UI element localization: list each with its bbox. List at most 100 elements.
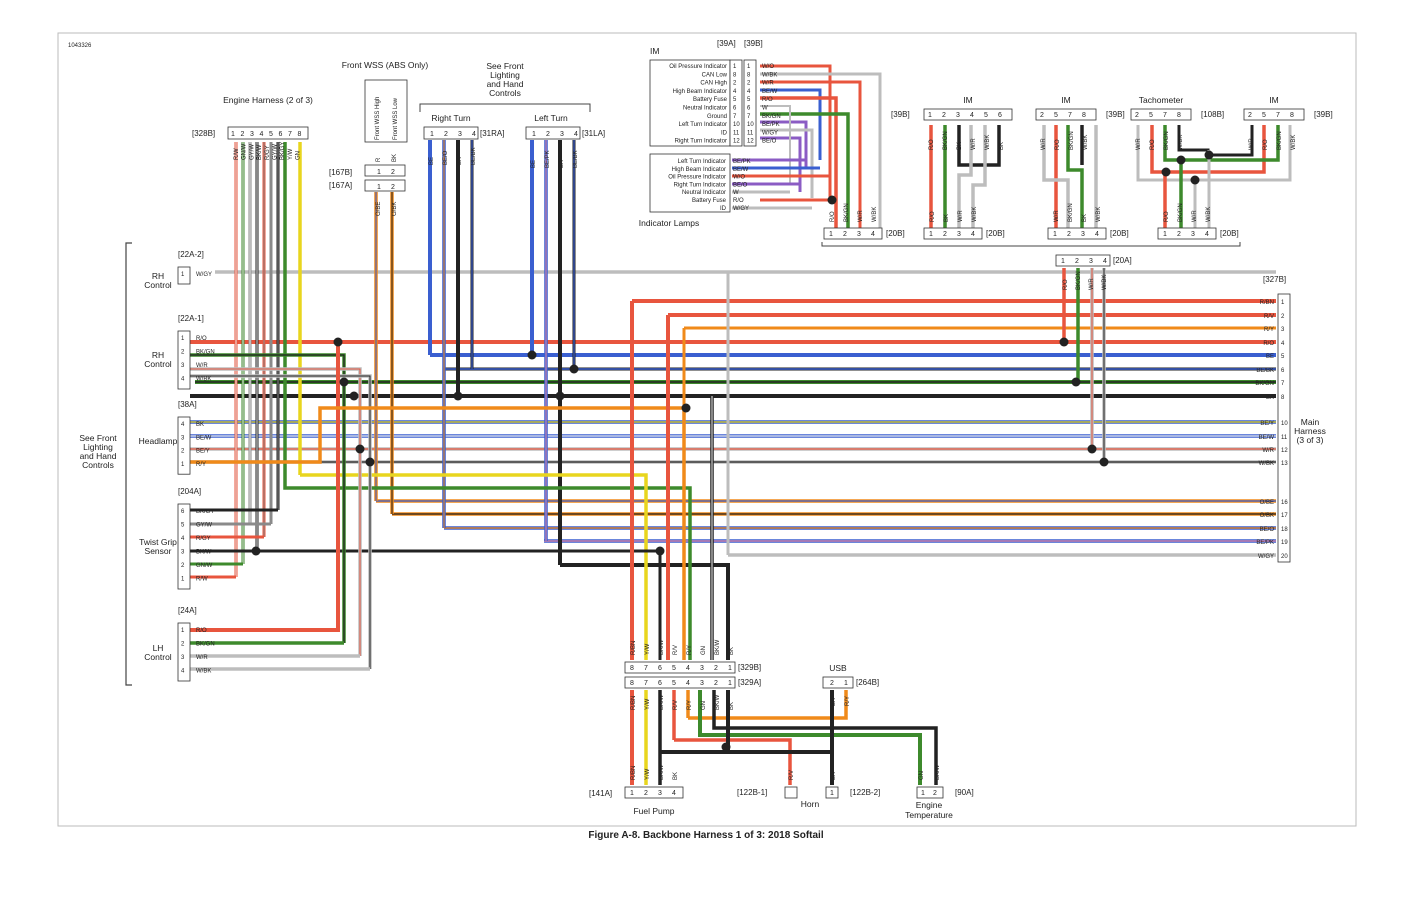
wss-high-label: Front WSS High [375, 97, 381, 140]
wire-label: R/W [234, 148, 240, 160]
lh-control-connector [177, 622, 191, 682]
wire-label: BE/Y [196, 449, 210, 455]
fuel-pump-wires [630, 690, 938, 785]
pin-number: 8 [630, 665, 634, 672]
wire-label: BK/W [659, 694, 665, 710]
conn-20a-ref: [20A] [1113, 256, 1132, 265]
pin-number: 5 [747, 97, 751, 103]
pin-number: 1 [747, 64, 751, 70]
usb-title: USB [829, 663, 847, 673]
pin-number: 5 [984, 112, 988, 119]
svg-text:See Front: See Front [79, 433, 117, 443]
pin-number: 2 [1075, 258, 1079, 265]
pin-number: 8 [747, 72, 751, 78]
svg-text:(3 of 3): (3 of 3) [1297, 435, 1324, 445]
pin-number: 5 [672, 665, 676, 672]
pin-number: 18 [1281, 527, 1288, 533]
wire-label: BE/PK [762, 122, 780, 128]
wire-label: BK/GN [1076, 271, 1082, 290]
wire-label: R/O [1063, 279, 1069, 290]
svg-text:BK: BK [831, 698, 837, 706]
wire-label: BK/GN [1255, 381, 1274, 387]
lamp-signal-label: Right Turn Indicator [674, 182, 726, 188]
front-wss: Front WSS (ABS Only) Front WSS High Fron… [329, 60, 428, 216]
lh-control-title: LH [153, 643, 164, 653]
wire-label: W/R [196, 655, 208, 661]
wire-label: R/O [1150, 139, 1156, 150]
wire-label: BE [531, 160, 537, 168]
wire-label: W/BK [1178, 135, 1184, 150]
front-wss-title: Front WSS (ABS Only) [342, 60, 429, 70]
pin-number: 12 [747, 139, 754, 145]
wire-label: GN [701, 646, 707, 655]
wire-label: BK/GN [1277, 131, 1283, 150]
pin-number: 2 [733, 81, 737, 87]
pin-number: 1 [181, 336, 185, 342]
pin-number: 2 [181, 350, 185, 356]
wire-label: BK [1266, 395, 1274, 401]
twist-grip-title: Sensor [145, 546, 172, 556]
pin-number: 1 [728, 665, 732, 672]
pin-number: 7 [644, 680, 648, 687]
wire-label: W/BK [972, 207, 978, 222]
wire-label: R/GY [196, 536, 211, 542]
horn-ref-b: [122B-2] [850, 788, 880, 797]
pin-number: 11 [1281, 435, 1288, 441]
horn: 1 [122B-1] [122B-2] Horn R/V BK [737, 770, 880, 809]
pin-number: 4 [181, 377, 185, 383]
pin-number: 1 [231, 131, 235, 138]
pin-number: 1 [928, 112, 932, 119]
usb-ref: [264B] [856, 678, 879, 687]
wss-lower-a: O/BE [376, 202, 382, 216]
pin-number: 4 [181, 422, 185, 428]
wire-label: R/Y [196, 462, 206, 468]
pin-number: 3 [1281, 327, 1285, 333]
wire-label: W/GY [762, 130, 778, 136]
conn-20b [823, 227, 883, 240]
pin-number: 2 [1177, 231, 1181, 238]
pin-number: 1 [181, 628, 185, 634]
pin-number: 2 [241, 131, 245, 138]
wire-label: W/R [971, 138, 977, 150]
pin-number: 1 [181, 462, 185, 468]
conn-20b [1047, 227, 1107, 240]
svg-text:1: 1 [377, 184, 381, 191]
conn-20b-ref: [20B] [1220, 229, 1239, 238]
wire-label: BK [999, 142, 1005, 150]
svg-text:2: 2 [391, 169, 395, 176]
conn-20b-ref: [20B] [1110, 229, 1129, 238]
see-front-top-l1: See Front [486, 61, 524, 71]
wire-label: BK/GN [196, 350, 215, 356]
wire-label: R/O [733, 198, 744, 204]
wire-label: BK [944, 214, 950, 222]
engine-harness-ref: [328B] [192, 129, 215, 138]
pin-number: 6 [279, 131, 283, 138]
svg-text:Main: Main [1301, 417, 1320, 427]
svg-text:and Hand: and Hand [80, 451, 117, 461]
pin-number: 1 [728, 680, 732, 687]
svg-text:1: 1 [921, 790, 925, 797]
wire-label: BE/O [1260, 527, 1275, 533]
wire-label: Y/W [645, 768, 651, 780]
pin-number: 8 [1177, 112, 1181, 119]
rh-control-2-ref: [22A-1] [178, 314, 204, 323]
wire-label: BE/BK [471, 147, 477, 165]
wire-label: BK [196, 422, 204, 428]
pin-number: 2 [714, 665, 718, 672]
wire-label: W/R [762, 81, 774, 87]
wire-label: BK/GY [280, 142, 286, 160]
wire-label: W/BK [1083, 135, 1089, 150]
wire-label: R/W [196, 577, 208, 583]
pin-number: 4 [1095, 231, 1099, 238]
wire-label: W/R [1249, 138, 1255, 150]
pin-number: 4 [574, 131, 578, 138]
pin-number: 7 [1068, 112, 1072, 119]
wire-label: BK/W [715, 694, 721, 710]
pin-number: 5 [1149, 112, 1153, 119]
pin-number: 3 [957, 231, 961, 238]
wire-label: GN/W [196, 563, 213, 569]
wire-label: Y/W [645, 698, 651, 710]
